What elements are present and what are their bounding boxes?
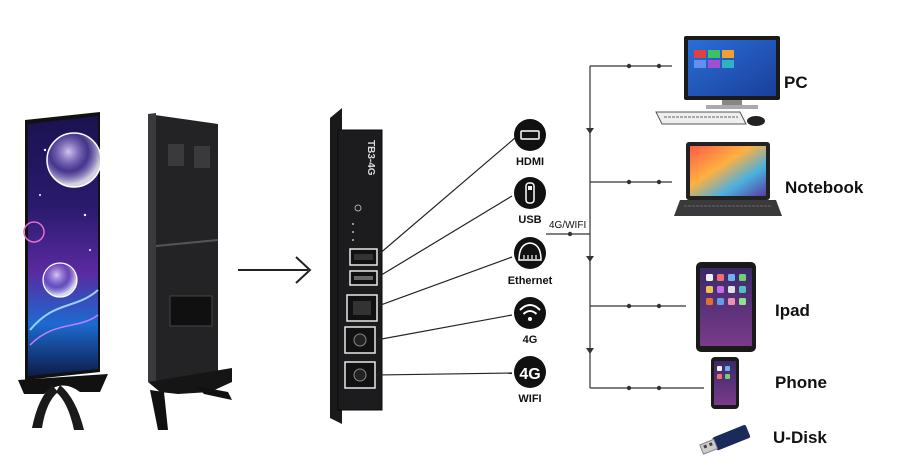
controller-box: TB3-4G [330, 108, 383, 424]
port-label: HDMI [516, 156, 544, 168]
network-label: 4G/WIFI [549, 220, 586, 231]
phone-icon [711, 357, 739, 409]
device-u-disk: U-Disk [699, 424, 827, 455]
network-bus-nodes [567, 63, 662, 391]
4g-icon [514, 356, 546, 388]
device-ipad: Ipad [696, 262, 810, 352]
device-phone: Phone [711, 357, 827, 409]
port-usb: USB [514, 177, 546, 226]
desktop-pc-icon [655, 36, 780, 126]
usb-drive-icon [699, 424, 751, 455]
device-label: Ipad [775, 301, 810, 320]
port-hdmi: HDMI [514, 119, 546, 168]
poster-display-back [148, 113, 232, 430]
port-4g: 4G [514, 297, 546, 346]
port-connector-lines [375, 137, 516, 376]
poster-display-front [18, 112, 108, 430]
4g-badge: 4G [519, 366, 540, 383]
hdmi-icon [514, 119, 546, 151]
ethernet-icon [514, 237, 546, 269]
device-pc: PC [655, 36, 808, 126]
port-wifi: 4G WIFI [514, 356, 546, 405]
device-notebook: Notebook [674, 142, 864, 216]
usb-icon [514, 177, 546, 209]
device-label: PC [784, 73, 808, 92]
port-ethernet: Ethernet [508, 237, 553, 287]
device-label: U-Disk [773, 428, 827, 447]
device-label: Phone [775, 373, 827, 392]
device-label: Notebook [785, 178, 864, 197]
port-label: WIFI [518, 393, 541, 405]
controller-model: TB3-4G [365, 140, 376, 176]
wifi-icon [514, 297, 546, 329]
port-label: Ethernet [508, 275, 553, 287]
laptop-icon [674, 142, 782, 216]
port-label: 4G [523, 334, 538, 346]
tablet-icon [696, 262, 756, 352]
arrow-right-icon [238, 256, 312, 284]
port-label: USB [518, 214, 541, 226]
